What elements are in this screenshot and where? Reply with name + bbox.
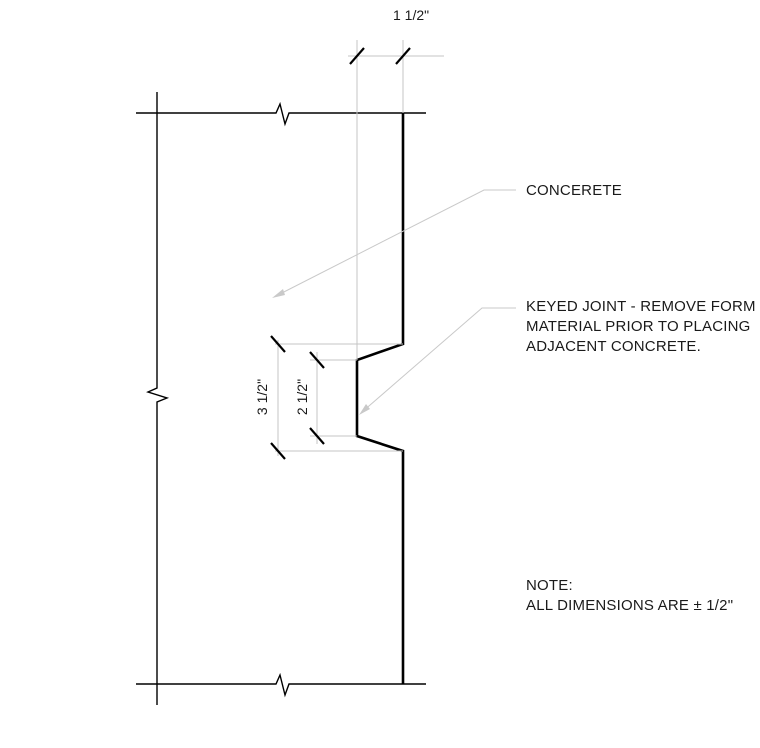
concrete-leader-arrow bbox=[272, 289, 285, 298]
concrete-callout: CONCERETE bbox=[526, 182, 622, 199]
note-heading: NOTE: bbox=[526, 577, 573, 594]
left-break-line bbox=[146, 92, 170, 705]
dim-tick-outer-bottom bbox=[270, 442, 286, 460]
dim-tick-top-left bbox=[349, 47, 365, 65]
concrete-leader-line bbox=[275, 189, 516, 297]
keyed-joint-profile bbox=[355, 113, 405, 684]
keyed-joint-leader-line bbox=[361, 307, 516, 413]
keyed-joint-callout-line-2: MATERIAL PRIOR TO PLACING bbox=[526, 318, 751, 335]
keyed-joint-leader-arrow bbox=[359, 404, 370, 415]
note-text: ALL DIMENSIONS ARE ± 1/2" bbox=[526, 597, 734, 614]
keyed-joint-callout-line-3: ADJACENT CONCRETE. bbox=[526, 338, 702, 355]
keyed-joint-callout-line-1: KEYED JOINT - REMOVE FORM bbox=[526, 298, 756, 315]
dim-tick-outer-top bbox=[270, 335, 286, 353]
dimension-top-width: 1 1/2" bbox=[393, 7, 430, 23]
dim-tick-top-right bbox=[395, 47, 411, 65]
bottom-break-line bbox=[136, 672, 426, 698]
top-break-line bbox=[136, 101, 426, 127]
dimension-outer-key: 3 1/2" bbox=[254, 378, 270, 416]
dim-tick-inner-bottom bbox=[309, 427, 325, 445]
dimension-inner-key: 2 1/2" bbox=[294, 378, 310, 416]
dim-tick-inner-top bbox=[309, 351, 325, 369]
